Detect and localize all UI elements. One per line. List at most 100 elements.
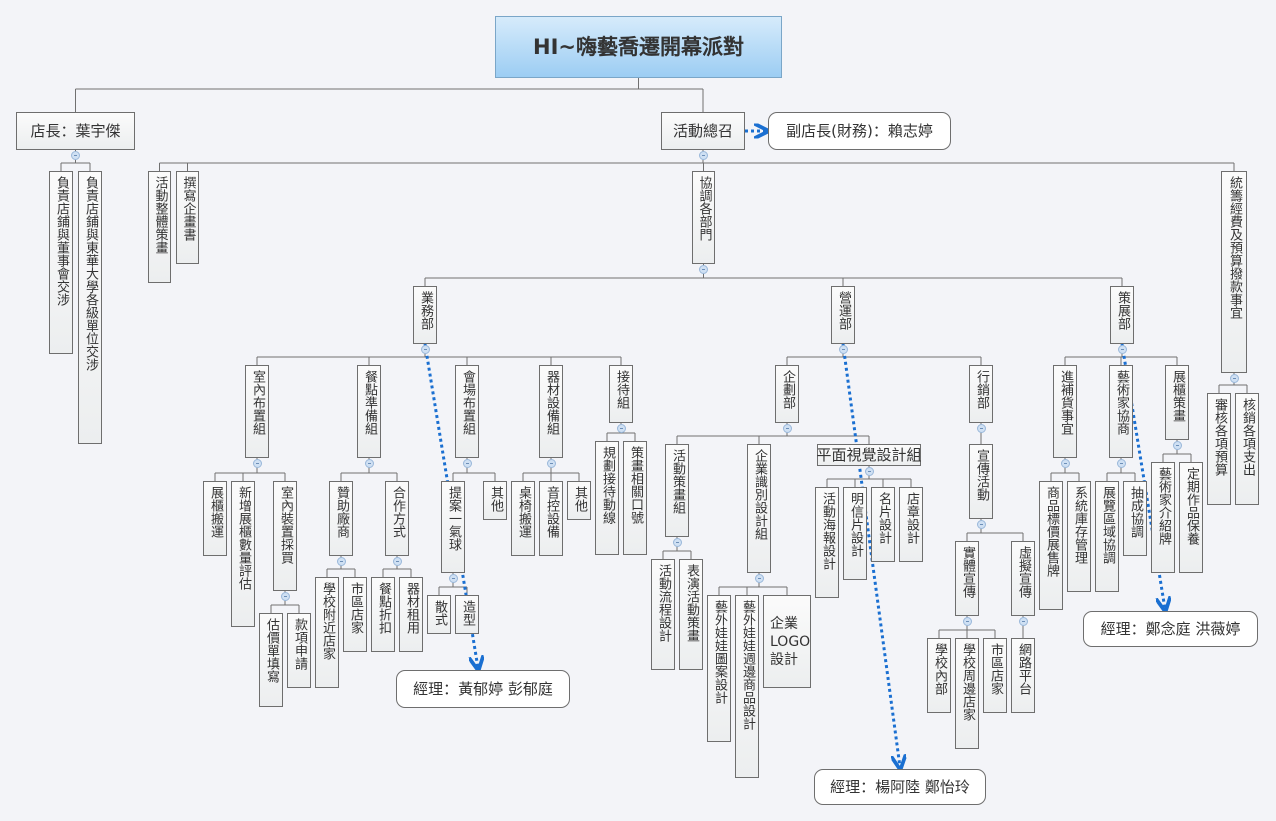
collapse-toggle-icon[interactable] — [976, 424, 986, 433]
topic-node[interactable]: 抽成協調 — [1123, 481, 1147, 556]
collapse-toggle-icon[interactable] — [1117, 345, 1127, 354]
collapse-toggle-icon[interactable] — [364, 459, 374, 468]
topic-node[interactable]: 企業識別設計組 — [747, 444, 771, 573]
topic-node[interactable]: 企業LOGO設計 — [763, 595, 811, 688]
topic-node[interactable]: 其他 — [567, 481, 591, 520]
collapse-toggle-icon[interactable] — [280, 592, 290, 601]
collapse-toggle-icon[interactable] — [462, 459, 472, 468]
collapse-toggle-icon[interactable] — [1018, 617, 1028, 626]
callout-topic[interactable]: 副店長(財務)：賴志婷 — [768, 112, 951, 150]
collapse-toggle-icon[interactable] — [252, 459, 262, 468]
topic-node[interactable]: 行銷部 — [969, 365, 993, 423]
topic-node[interactable]: 款項申請 — [287, 613, 311, 688]
topic-node[interactable]: 核銷各項支出 — [1235, 393, 1259, 505]
topic-node[interactable]: 估價單填寫 — [259, 613, 283, 707]
topic-node[interactable]: 企劃部 — [775, 365, 799, 423]
topic-node[interactable]: 商品標價展售牌 — [1039, 481, 1063, 610]
collapse-toggle-icon[interactable] — [672, 538, 682, 547]
topic-node[interactable]: 藝術家協商 — [1109, 365, 1133, 458]
topic-node[interactable]: 藝術家介紹牌 — [1151, 462, 1175, 573]
collapse-toggle-icon[interactable] — [698, 151, 708, 160]
callout-topic[interactable]: 經理：黃郁婷 彭郁庭 — [396, 670, 570, 708]
topic-node[interactable]: 虛擬宣傳 — [1011, 541, 1035, 616]
collapse-toggle-icon[interactable] — [1060, 459, 1070, 468]
collapse-toggle-icon[interactable] — [616, 424, 626, 433]
topic-node[interactable]: 系統庫存管理 — [1067, 481, 1091, 592]
topic-node[interactable]: 負責店鋪與東華大學各級單位交涉 — [78, 171, 102, 444]
topic-node[interactable]: 定期作品保養 — [1179, 462, 1203, 573]
collapse-toggle-icon[interactable] — [864, 467, 874, 476]
topic-node[interactable]: 實體宣傳 — [955, 541, 979, 616]
topic-node[interactable]: 活動整體策畫 — [148, 171, 171, 283]
topic-node[interactable]: 協調各部門 — [692, 171, 715, 264]
topic-node[interactable]: 學校內部 — [927, 638, 951, 713]
topic-node[interactable]: 新增展櫃數量評估 — [231, 481, 255, 627]
topic-node[interactable]: 會場布置組 — [455, 365, 479, 458]
central-topic[interactable]: HI~嗨藝喬遷開幕派對 — [495, 16, 782, 78]
collapse-toggle-icon[interactable] — [782, 424, 792, 433]
collapse-toggle-icon[interactable] — [1229, 374, 1239, 383]
topic-node[interactable]: 展櫃搬運 — [203, 481, 227, 556]
collapse-toggle-icon[interactable] — [1116, 459, 1126, 468]
topic-node[interactable]: 明信片設計 — [843, 487, 867, 580]
topic-node[interactable]: 活動流程設計 — [651, 559, 675, 670]
collapse-toggle-icon[interactable] — [420, 345, 430, 354]
callout-topic[interactable]: 經理：鄭念庭 洪薇婷 — [1083, 611, 1258, 647]
topic-node[interactable]: 音控設備 — [539, 481, 563, 556]
topic-node[interactable]: 名片設計 — [871, 487, 895, 562]
collapse-toggle-icon[interactable] — [336, 557, 346, 566]
topic-node[interactable]: 表演活動策畫 — [679, 559, 703, 670]
topic-node[interactable]: 平面視覺設計組 — [816, 444, 922, 466]
topic-node[interactable]: 宣傳活動 — [969, 444, 993, 519]
topic-node[interactable]: 市區店家 — [343, 577, 367, 652]
topic-node[interactable]: 策展部 — [1110, 286, 1134, 344]
topic-node[interactable]: 統籌經費及預算撥款事宜 — [1221, 171, 1247, 373]
relationship-arrow[interactable] — [841, 343, 900, 767]
topic-node[interactable]: 室內布置組 — [245, 365, 269, 458]
topic-node[interactable]: 其他 — [483, 481, 507, 520]
topic-node[interactable]: 業務部 — [413, 286, 437, 344]
topic-node[interactable]: 合作方式 — [385, 481, 409, 556]
collapse-toggle-icon[interactable] — [392, 557, 402, 566]
collapse-toggle-icon[interactable] — [699, 265, 708, 274]
topic-node[interactable]: 藝外娃娃圖案設計 — [707, 595, 731, 742]
collapse-toggle-icon[interactable] — [962, 617, 972, 626]
topic-node[interactable]: 市區店家 — [983, 638, 1007, 713]
topic-node[interactable]: 展覽區域協調 — [1095, 481, 1119, 592]
topic-node[interactable]: 策畫相關口號 — [623, 441, 647, 555]
topic-node[interactable]: 造型 — [455, 595, 479, 634]
topic-node[interactable]: 活動策畫組 — [665, 444, 689, 537]
topic-node[interactable]: 活動海報設計 — [815, 487, 839, 598]
topic-node[interactable]: 活動總召 — [661, 112, 745, 150]
topic-node[interactable]: 學校周邊店家 — [955, 638, 979, 749]
collapse-toggle-icon[interactable] — [754, 574, 764, 583]
topic-node[interactable]: 餐點折扣 — [371, 577, 395, 652]
collapse-toggle-icon[interactable] — [838, 345, 848, 354]
topic-node[interactable]: 展櫃策畫 — [1165, 365, 1189, 440]
topic-node[interactable]: 餐點準備組 — [357, 365, 381, 458]
topic-node[interactable]: 學校附近店家 — [315, 577, 339, 688]
topic-node[interactable]: 審核各項預算 — [1207, 393, 1231, 505]
topic-node[interactable]: 藝外娃娃週邊商品設計 — [735, 595, 759, 778]
callout-topic[interactable]: 經理：楊阿陸 鄭怡玲 — [814, 769, 986, 805]
topic-node[interactable]: 器材租用 — [399, 577, 423, 652]
collapse-toggle-icon[interactable] — [546, 459, 556, 468]
collapse-toggle-icon[interactable] — [448, 574, 458, 583]
topic-node[interactable]: 店章設計 — [899, 487, 923, 562]
topic-node[interactable]: 進補貨事宜 — [1053, 365, 1077, 458]
topic-node[interactable]: 提案一氣球 — [441, 481, 465, 573]
topic-node[interactable]: 負責店鋪與董事會交涉 — [49, 171, 73, 354]
topic-node[interactable]: 營運部 — [831, 286, 855, 344]
topic-node[interactable]: 贊助廠商 — [329, 481, 353, 556]
topic-node[interactable]: 規劃接待動線 — [595, 441, 619, 555]
topic-node[interactable]: 室內裝置採買 — [273, 481, 297, 591]
collapse-toggle-icon[interactable] — [976, 520, 986, 529]
topic-node[interactable]: 散式 — [427, 595, 451, 634]
topic-node[interactable]: 接待組 — [609, 365, 633, 423]
topic-node[interactable]: 網路平台 — [1011, 638, 1035, 713]
topic-node[interactable]: 桌椅搬運 — [511, 481, 535, 556]
topic-node[interactable]: 撰寫企畫書 — [176, 171, 199, 264]
topic-node[interactable]: 店長：葉宇傑 — [16, 112, 135, 150]
collapse-toggle-icon[interactable] — [1172, 441, 1182, 450]
topic-node[interactable]: 器材設備組 — [539, 365, 563, 458]
